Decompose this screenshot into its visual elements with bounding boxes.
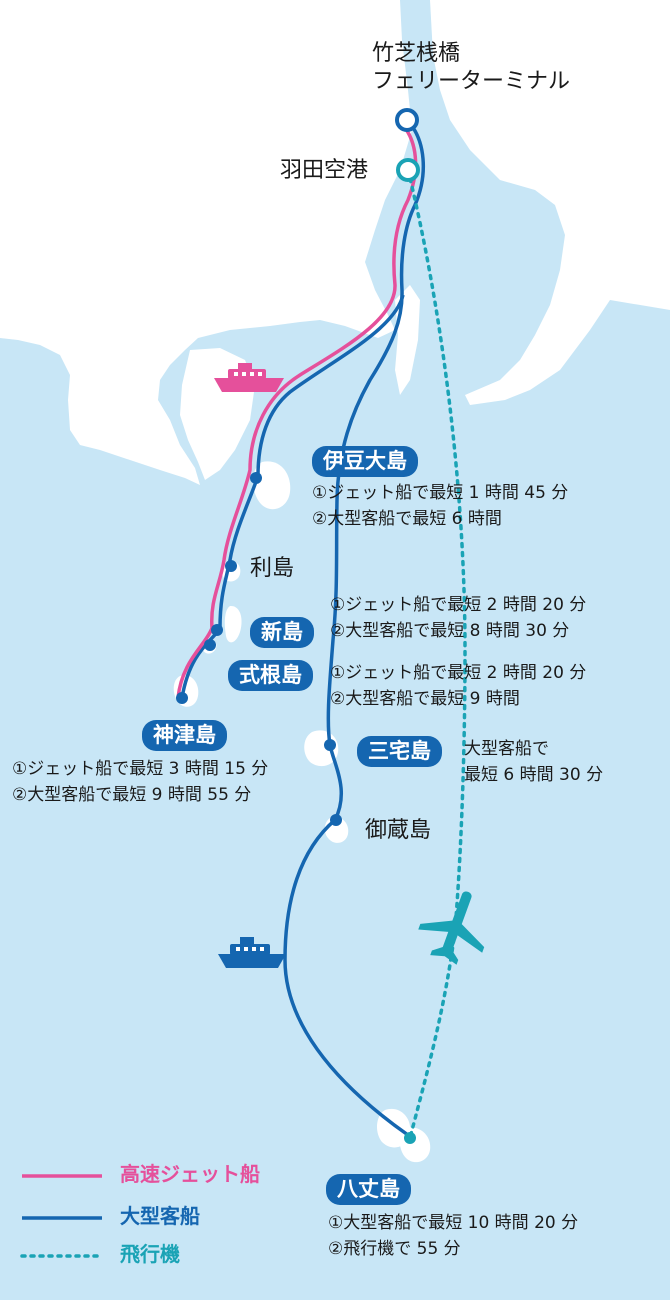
- info-line: ②大型客船で最短 6 時間: [312, 509, 502, 530]
- info-line: ②大型客船で最短 8 時間 30 分: [330, 621, 570, 642]
- info-line: 大型客船で: [464, 739, 549, 759]
- stop-hachijojima: [404, 1132, 416, 1144]
- pill-miyakejima: 三宅島: [357, 736, 442, 767]
- ferry-terminal-line-2: フェリーターミナル: [372, 68, 571, 94]
- land-niijima: [224, 605, 242, 643]
- info-miyakejima: 大型客船で 最短 6 時間 30 分: [464, 736, 603, 789]
- info-shikinejima: ①ジェット船で最短 2 時間 20 分 ②大型客船で最短 9 時間: [330, 660, 586, 713]
- info-line: ①ジェット船で最短 2 時間 20 分: [330, 663, 587, 683]
- pill-kozushima: 神津島: [142, 720, 227, 751]
- legend-label-ship: 大型客船: [120, 1204, 200, 1228]
- stop-mikurajima: [330, 814, 342, 826]
- stop-takeshiba: [395, 108, 419, 132]
- route-jet: [176, 120, 418, 699]
- stop-niijima: [211, 624, 223, 636]
- info-line: ②大型客船で最短 9 時間: [330, 689, 520, 710]
- stop-shikinejima: [204, 639, 216, 651]
- info-line: ①ジェット船で最短 1 時間 45 分: [312, 483, 569, 503]
- info-kozushima: ①ジェット船で最短 3 時間 15 分 ②大型客船で最短 9 時間 55 分: [12, 756, 268, 809]
- ship-icon: [218, 937, 286, 968]
- pill-hachijojima: 八丈島: [326, 1174, 411, 1205]
- info-izu-oshima: ①ジェット船で最短 1 時間 45 分 ②大型客船で最短 6 時間: [312, 480, 568, 533]
- label-haneda: 羽田空港: [280, 158, 369, 183]
- info-line: ①ジェット船で最短 3 時間 15 分: [12, 759, 269, 779]
- stop-kozushima: [176, 692, 188, 704]
- label-ferry-terminal: 竹芝桟橋 フェリーターミナル: [372, 40, 570, 95]
- land-izu-oshima: [252, 461, 291, 510]
- info-line: 最短 6 時間 30 分: [464, 765, 604, 786]
- label-mikurajima: 御蔵島: [365, 818, 432, 843]
- info-niijima: ①ジェット船で最短 2 時間 20 分 ②大型客船で最短 8 時間 30 分: [330, 592, 586, 645]
- land-boso: [430, 0, 670, 405]
- stop-toshima: [225, 560, 237, 572]
- info-line: ①大型客船で最短 10 時間 20 分: [328, 1213, 579, 1233]
- stop-miyakejima: [324, 739, 336, 751]
- info-line: ①ジェット船で最短 2 時間 20 分: [330, 595, 587, 615]
- label-toshima: 利島: [250, 556, 295, 581]
- pill-niijima: 新島: [250, 617, 314, 648]
- ferry-terminal-line-1: 竹芝桟橋: [372, 41, 461, 66]
- ship-icon: [214, 363, 284, 392]
- info-hachijojima: ①大型客船で最短 10 時間 20 分 ②飛行機で 55 分: [328, 1210, 578, 1263]
- route-large-ship-main: [283, 118, 426, 1137]
- stop-haneda: [396, 158, 420, 182]
- info-line: ②大型客船で最短 9 時間 55 分: [12, 785, 252, 806]
- stop-izu-oshima: [250, 472, 262, 484]
- info-line: ②飛行機で 55 分: [328, 1239, 461, 1260]
- route-air: [406, 168, 467, 1140]
- land-mainland: [0, 0, 412, 485]
- pill-izu-oshima: 伊豆大島: [312, 446, 418, 477]
- legend-label-air: 飛行機: [120, 1242, 180, 1266]
- airplane-icon: [418, 891, 485, 965]
- pill-shikinejima: 式根島: [228, 660, 313, 691]
- legend-label-jet: 高速ジェット船: [120, 1162, 260, 1186]
